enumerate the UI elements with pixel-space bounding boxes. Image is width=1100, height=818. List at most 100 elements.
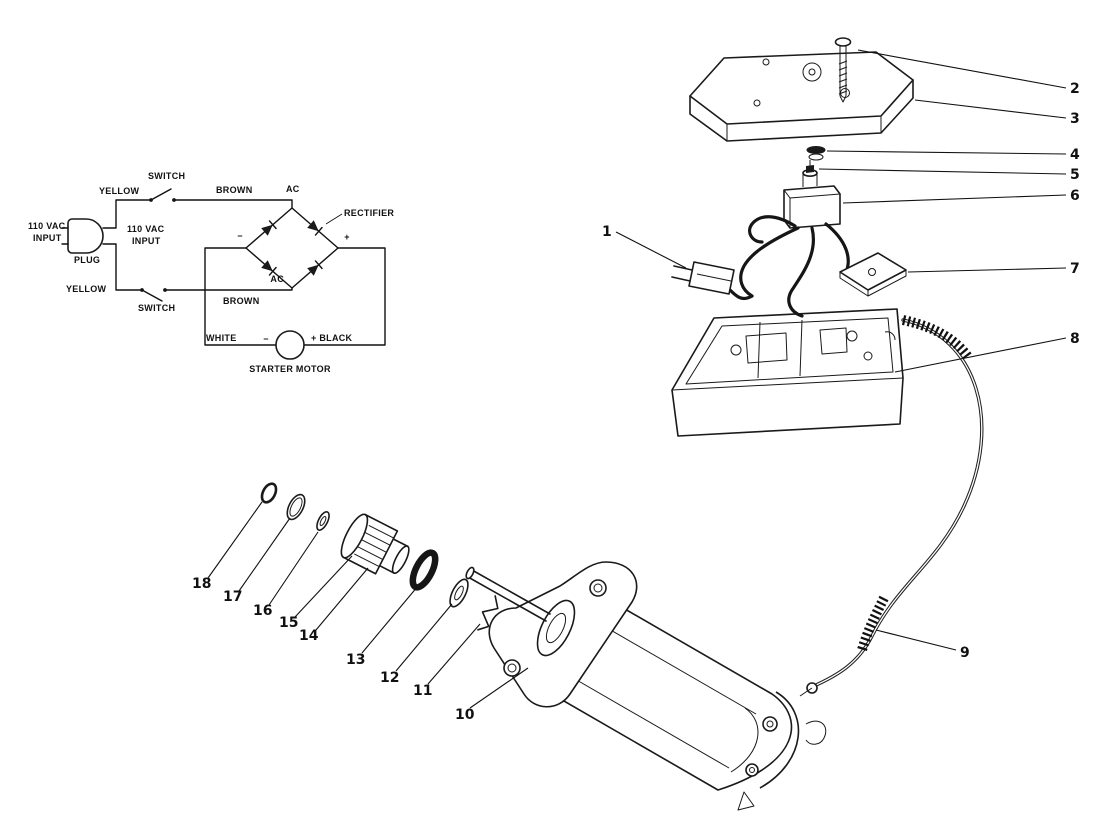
callout-13: 13: [346, 652, 365, 668]
rear-hook: [805, 720, 827, 745]
flange-hole: [589, 579, 607, 597]
leader-3: [914, 99, 1067, 119]
grommet: [806, 146, 826, 161]
callout-4: 4: [1070, 147, 1080, 163]
leader-12: [395, 603, 453, 672]
wire-dc-minus: [204, 247, 277, 346]
label-rectifier: RECTIFIER: [344, 208, 394, 218]
label-motor-minus: −: [263, 334, 269, 344]
leader-4: [826, 150, 1067, 155]
plug-symbol: [61, 218, 104, 254]
rear-tab: [737, 791, 755, 811]
leader-16: [268, 531, 319, 606]
switch-top-blade: [150, 188, 172, 201]
leader-13: [361, 585, 419, 654]
plug-prongs: [61, 227, 69, 245]
callout-leaders: [207, 49, 1067, 709]
callout-12: 12: [380, 670, 399, 686]
label-input-word: INPUT: [33, 233, 62, 243]
retainer-ring: [286, 493, 306, 521]
wire-harness: [739, 215, 850, 318]
callout-16: 16: [253, 603, 272, 619]
rectifier-assembly: [839, 252, 907, 297]
screw-threads: [838, 60, 848, 95]
callout-10: 10: [455, 707, 475, 723]
callout-15: 15: [279, 615, 298, 631]
exploded-view: 1 2 3 4 5 6 7 8 9 10 11 12 13 14 15 16 1…: [192, 37, 1080, 811]
callout-3: 3: [1070, 111, 1080, 127]
leader-18: [207, 501, 263, 579]
mounting-screw: [834, 37, 852, 103]
leader-5: [818, 168, 1067, 175]
wire-bottom-2: [164, 287, 293, 291]
leader-17: [238, 517, 291, 592]
through-bolt: [745, 763, 759, 777]
label-yellow-bottom: YELLOW: [66, 284, 107, 294]
plug-prongs: [671, 265, 693, 282]
leader-1: [615, 231, 687, 269]
thrust-washer: [449, 578, 469, 608]
power-cable: [812, 315, 984, 688]
callout-9: 9: [960, 645, 970, 661]
cable-clamp: [884, 331, 896, 341]
callout-2: 2: [1070, 81, 1080, 97]
snap-ring: [260, 482, 278, 504]
leader-15: [294, 555, 353, 618]
callout-14: 14: [299, 628, 319, 644]
label-plug: PLUG: [74, 255, 100, 265]
power-plug: [671, 261, 754, 301]
rectifier-pointer: [325, 213, 343, 225]
callout-numbers: 1 2 3 4 5 6 7 8 9 10 11 12 13 14 15 16 1…: [192, 81, 1080, 723]
label-switch-bottom: SWITCH: [138, 303, 175, 313]
screw-tip: [839, 95, 847, 103]
label-white: WHITE: [206, 333, 237, 343]
bridge-rectifier: [245, 207, 343, 289]
front-hub: [536, 599, 576, 657]
label-ac-bottom: AC: [270, 274, 284, 284]
leader-10: [469, 667, 529, 709]
callout-17: 17: [223, 589, 242, 605]
callout-8: 8: [1070, 331, 1080, 347]
screw-head: [834, 37, 852, 47]
gear-teeth: [350, 517, 398, 575]
label-starter-motor: STARTER MOTOR: [249, 364, 331, 374]
leader-8: [894, 337, 1067, 373]
label-yellow-top: YELLOW: [99, 186, 140, 196]
solenoid-switch: [783, 160, 841, 229]
label-brown-top: BROWN: [216, 185, 253, 195]
rectifier-diamond: [245, 207, 339, 289]
label-switch-top: SWITCH: [148, 171, 185, 181]
leader-11: [427, 623, 481, 685]
armature-shaft: [467, 569, 551, 622]
solenoid-button: [806, 165, 814, 173]
leader-14: [315, 567, 369, 631]
through-bolt: [762, 716, 778, 732]
switch-bottom-blade: [141, 289, 163, 302]
label-dc-plus: +: [344, 232, 350, 242]
label-input2-voltage: 110 VAC: [127, 224, 165, 234]
label-brown-bottom: BROWN: [223, 296, 260, 306]
leader-9: [875, 629, 957, 651]
label-black: + BLACK: [311, 333, 353, 343]
drive-clip: [477, 595, 499, 631]
wire-dc-plus: [303, 247, 386, 346]
leader-6: [842, 194, 1067, 204]
label-input-voltage: 110 VAC: [28, 221, 66, 231]
label-ac-top: AC: [286, 184, 300, 194]
housing-base: [671, 308, 904, 437]
cable-spring-top: [901, 315, 973, 361]
callout-6: 6: [1070, 188, 1080, 204]
label-dc-minus: −: [237, 231, 243, 241]
callout-18: 18: [192, 576, 211, 592]
wire-top-1: [102, 199, 151, 229]
callout-11: 11: [413, 683, 432, 699]
callout-5: 5: [1070, 167, 1080, 183]
cable-spring-bottom: [857, 595, 889, 652]
callout-1: 1: [602, 224, 612, 240]
drive-pinion-gear: [340, 513, 410, 575]
motor-symbol: [275, 330, 305, 360]
callout-7: 7: [1070, 261, 1080, 277]
flange-hole: [503, 659, 521, 677]
wire-top-2: [173, 199, 293, 209]
